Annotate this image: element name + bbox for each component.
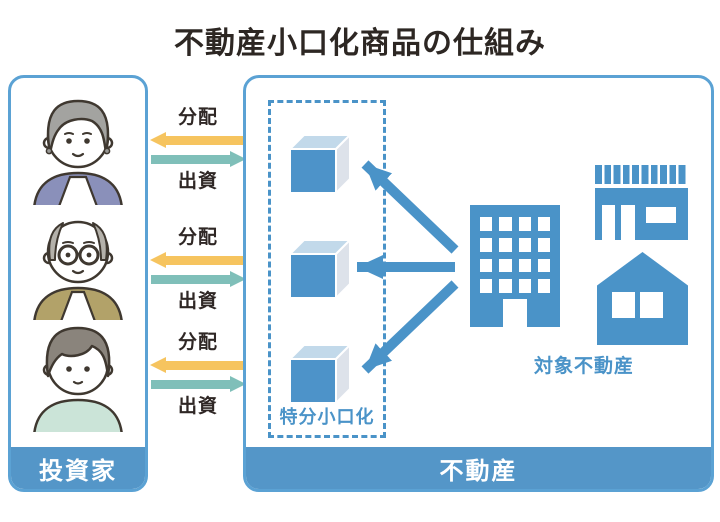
- target-property-label: 対象不動産: [533, 356, 634, 377]
- property-label: 不動産: [439, 457, 518, 485]
- shop-icon: [595, 165, 688, 240]
- distribute-label: 分配: [177, 332, 218, 353]
- property-panel-footer: 不動産: [246, 447, 711, 489]
- flow-row-2: 分配 出資: [150, 226, 246, 314]
- invest-label: 出資: [177, 396, 218, 417]
- fraction-box-label: 特分小口化: [279, 407, 375, 427]
- cube-icon: [288, 238, 352, 300]
- invest-arrow-icon: [150, 271, 246, 288]
- invest-arrow-icon: [150, 376, 246, 393]
- distribute-arrow-icon: [150, 252, 246, 269]
- invest-label: 出資: [177, 291, 218, 312]
- distribute-arrow-icon: [150, 357, 246, 374]
- distribute-label: 分配: [177, 227, 218, 248]
- diagram-title: 不動産小口化商品の仕組み: [174, 27, 546, 60]
- investors-label: 投資家: [39, 457, 117, 485]
- shop-door: [602, 205, 635, 240]
- distribute-arrow-icon: [150, 132, 246, 149]
- flow-row-3: 分配 出資: [150, 331, 246, 419]
- house-window: [612, 292, 635, 318]
- flow-row-1: 分配 出資: [150, 106, 246, 194]
- building-door: [503, 299, 527, 327]
- house-window: [640, 292, 663, 318]
- building-windows: [480, 217, 550, 293]
- subdivision-arrows-icon: [357, 160, 459, 374]
- investors-panel-footer: 投資家: [11, 447, 145, 489]
- elderly-man-avatar-icon: [33, 220, 123, 320]
- young-man-avatar-icon: [33, 326, 123, 432]
- cube-icon: [288, 343, 352, 405]
- invest-label: 出資: [177, 171, 218, 192]
- distribute-label: 分配: [177, 107, 218, 128]
- elderly-woman-avatar-icon: [33, 99, 123, 205]
- shop-window: [646, 207, 676, 223]
- shop-awning: [595, 165, 688, 184]
- invest-arrow-icon: [150, 151, 246, 168]
- cube-icon: [288, 133, 352, 195]
- office-building-icon: [470, 205, 560, 327]
